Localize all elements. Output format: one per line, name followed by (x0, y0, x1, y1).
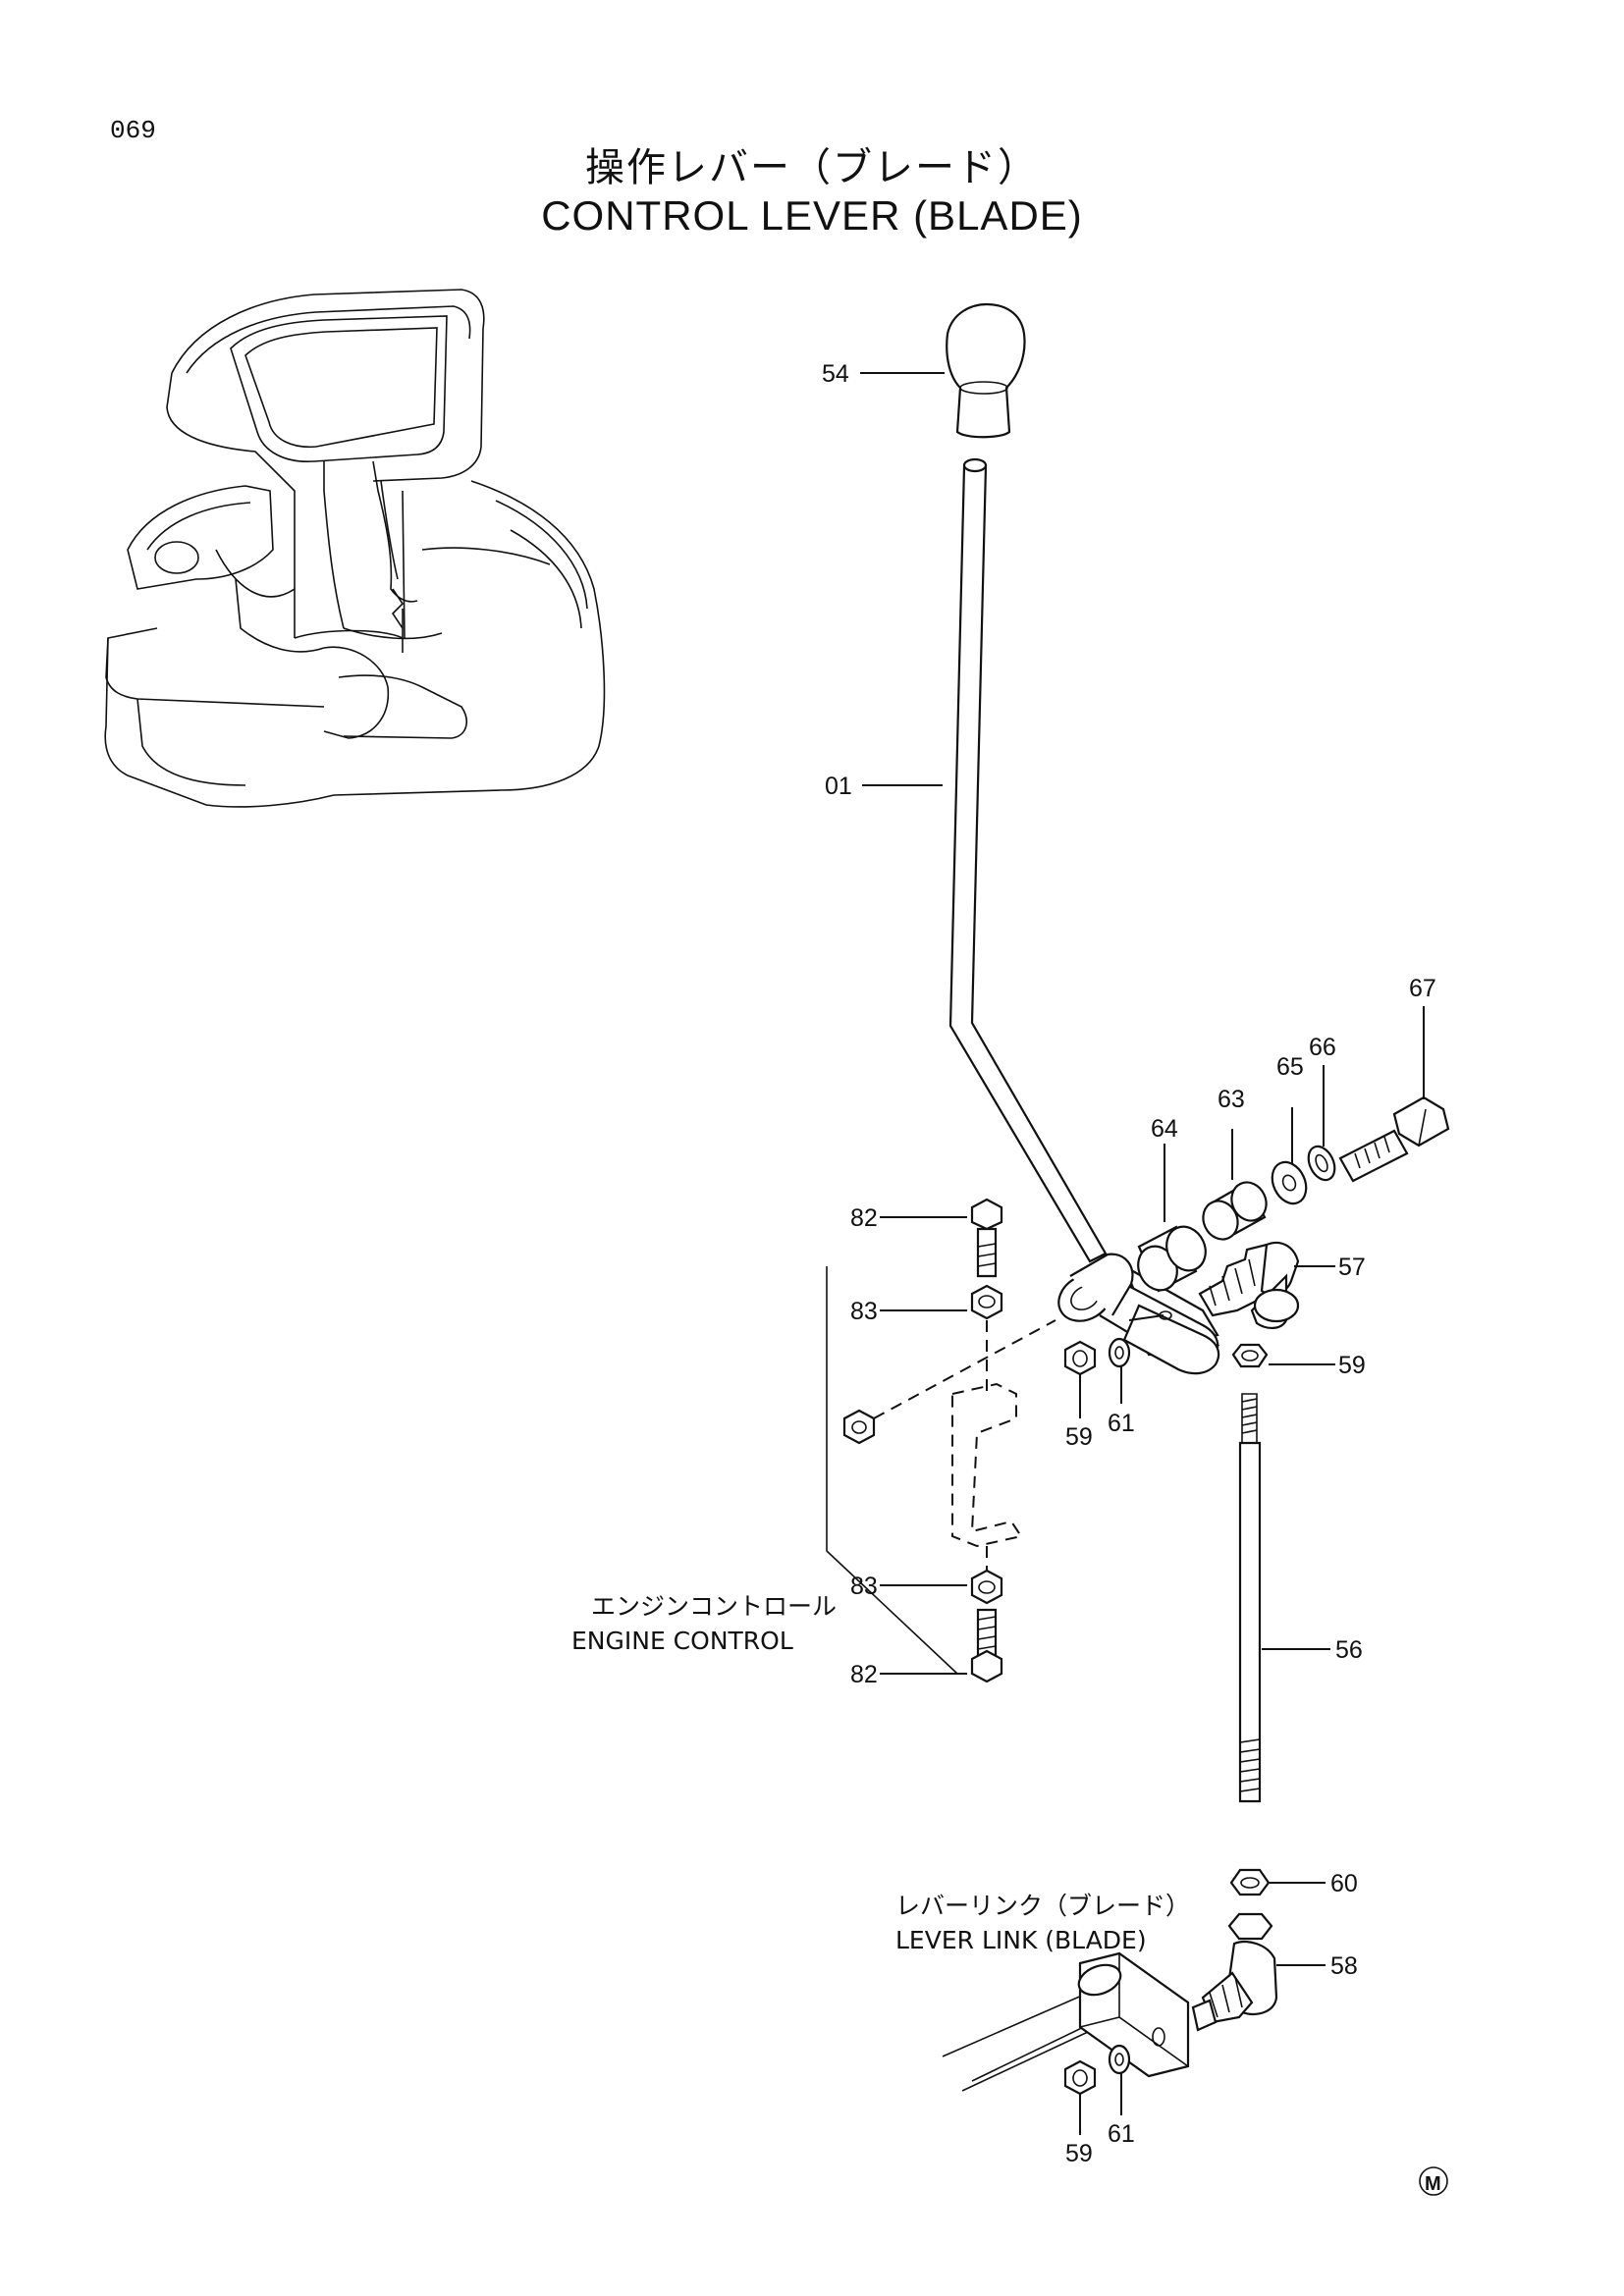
callout-bolt-lower: 82 (850, 1661, 878, 1688)
callout-nut-rod: 60 (1330, 1870, 1358, 1897)
bushing-parts (1137, 1129, 1268, 1293)
nut-washer-lower-part (1063, 2044, 1131, 2135)
lever-part (862, 457, 1108, 1263)
engine-control-label-jp: エンジンコントロール (591, 1592, 837, 1621)
callout-nut-upper-right: 59 (1338, 1352, 1366, 1379)
ball-joint-lower-part (1191, 1912, 1326, 2032)
callout-bolt-large: 67 (1409, 975, 1436, 1002)
engine-control-parts (826, 1198, 1056, 1683)
mark-letter: M (1425, 2173, 1441, 2195)
page-title-english: CONTROL LEVER (BLADE) (541, 192, 1083, 239)
callout-rod: 56 (1335, 1636, 1363, 1664)
lever-link-label-jp: レバーリンク（ブレード） (895, 1892, 1190, 1920)
callout-washer-bottom: 61 (1108, 2120, 1135, 2148)
callout-nut-upper: 83 (850, 1298, 878, 1325)
page-number: 069 (110, 116, 156, 145)
callout-ball-joint-upper: 57 (1338, 1254, 1366, 1281)
callout-nut-lower-left: 59 (1065, 1423, 1093, 1451)
callout-knob: 54 (822, 360, 849, 388)
callout-lever: 01 (825, 773, 852, 800)
callout-nut-lower: 83 (850, 1573, 878, 1600)
circled-m-mark: M (1419, 2166, 1448, 2196)
callout-washer: 65 (1276, 1053, 1304, 1081)
callout-ball-joint-lower: 58 (1330, 1952, 1358, 1980)
knob-part (860, 302, 1026, 439)
lever-link-label-en: LEVER LINK (BLADE) (895, 1926, 1147, 1954)
callout-spring-washer: 66 (1309, 1034, 1336, 1061)
callout-bushing-b: 64 (1151, 1115, 1178, 1143)
callout-bushing-a: 63 (1218, 1086, 1245, 1113)
engine-control-label-en: ENGINE CONTROL (571, 1627, 793, 1655)
nut-washer-upper-part (1063, 1337, 1131, 1418)
callout-nut-bottom: 59 (1065, 2140, 1093, 2167)
bolt-assembly-parts (1271, 1006, 1450, 1205)
callout-washer-upper: 61 (1108, 1410, 1135, 1437)
machine-overview-illustration (104, 289, 606, 808)
callout-bolt-upper: 82 (850, 1204, 878, 1232)
rod-assembly-part (1229, 1343, 1335, 1896)
page-title-japanese: 操作レバー（ブレード） (585, 145, 1039, 190)
lever-link-part (942, 1951, 1190, 2092)
ball-joint-upper-part (1198, 1241, 1335, 1329)
pivot-boss-part (1057, 1253, 1220, 1375)
